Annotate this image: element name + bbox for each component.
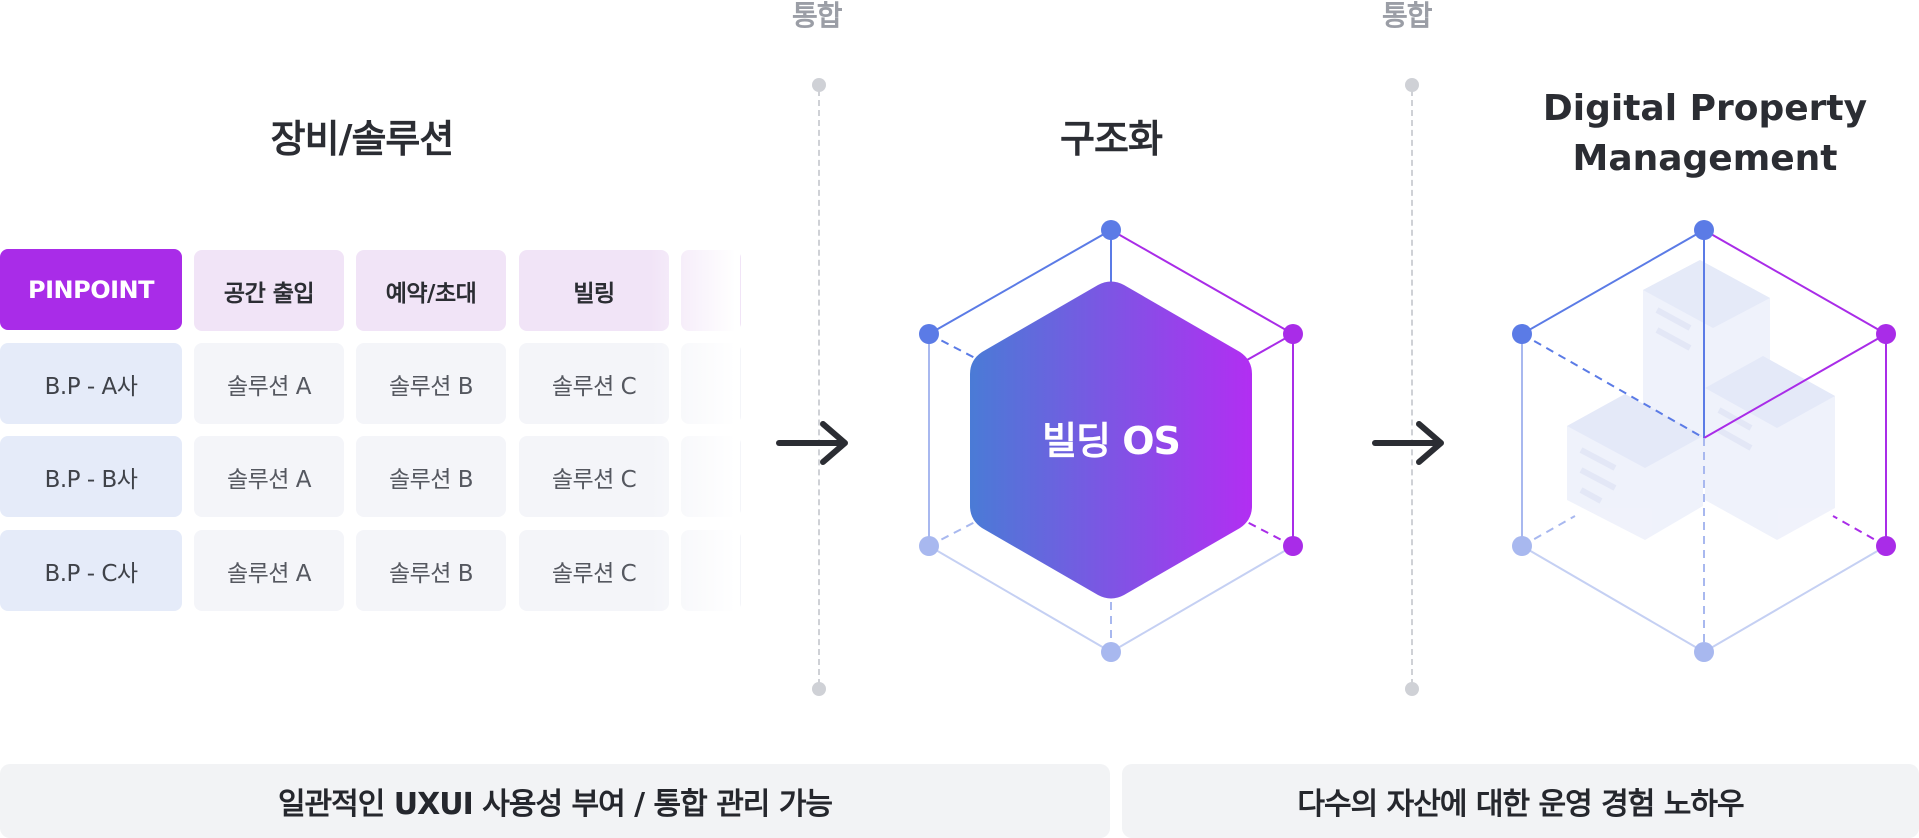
table-header-access: 공간 출입 — [194, 250, 344, 331]
table-header-billing: 빌링 — [519, 250, 669, 331]
building-os-hexagon-diagram — [919, 220, 1303, 662]
table-cell: 솔루션 A — [194, 530, 344, 611]
table-cell: 솔루션 A — [194, 436, 344, 517]
integration-label-1: 통합 — [792, 0, 843, 32]
table-row-label: B.P - C사 — [0, 530, 182, 611]
outer-edge — [1521, 229, 1705, 335]
vertex-dot — [1101, 642, 1121, 662]
devices-title: 장비/솔루션 — [270, 117, 455, 161]
footer-right-caption: 다수의 자산에 대한 운영 경험 노하우 — [1122, 764, 1919, 838]
table-header-reservation: 예약/초대 — [356, 250, 506, 331]
divider-1-line — [818, 90, 820, 685]
outer-edge — [1703, 545, 1887, 653]
digital-property-cube-diagram — [1512, 220, 1896, 662]
table-cell: 솔루션 B — [356, 343, 506, 424]
integration-label-2: 통합 — [1382, 0, 1433, 32]
outer-edge — [1110, 229, 1294, 335]
table-cell: 솔루션 C — [519, 530, 669, 611]
table-cell: 솔루션 C — [519, 436, 669, 517]
vertex-dot — [1283, 536, 1303, 556]
vertex-dot — [1101, 220, 1121, 240]
table-row-label: B.P - B사 — [0, 436, 182, 517]
table-cell: 솔루션 C — [519, 343, 669, 424]
outer-edge — [1110, 545, 1294, 653]
table-fade-overlay — [650, 240, 740, 620]
structure-title: 구조화 — [1060, 117, 1163, 161]
dpm-title-line1: Digital Property — [1542, 88, 1868, 129]
vertex-dot — [1876, 324, 1896, 344]
building-os-hexagon — [970, 281, 1252, 599]
divider-2-top-dot — [1405, 78, 1419, 92]
vertex-dot — [919, 324, 939, 344]
table-cell: 솔루션 B — [356, 530, 506, 611]
building-os-label: 빌딩 OS — [1042, 419, 1181, 463]
vertex-dot — [1694, 642, 1714, 662]
divider-2-line — [1411, 90, 1413, 685]
building-illustration — [1567, 260, 1835, 540]
arrow-right-icon — [776, 421, 848, 465]
table-cell: 솔루션 B — [356, 436, 506, 517]
table-row-label: B.P - A사 — [0, 343, 182, 424]
divider-1-top-dot — [812, 78, 826, 92]
vertex-dot — [919, 536, 939, 556]
outer-edge — [1703, 229, 1887, 335]
vertex-dot — [1876, 536, 1896, 556]
vertex-dot — [1512, 536, 1532, 556]
outer-edge — [928, 229, 1112, 335]
footer-left-caption: 일관적인 UXUI 사용성 부여 / 통합 관리 가능 — [0, 764, 1110, 838]
table-cell: 솔루션 A — [194, 343, 344, 424]
vertex-dot — [1283, 324, 1303, 344]
divider-1-bottom-dot — [812, 682, 826, 696]
table-header-pinpoint: PINPOINT — [0, 249, 182, 330]
arrow-right-icon — [1372, 421, 1444, 465]
outer-edge — [928, 545, 1112, 653]
vertex-dot — [1694, 220, 1714, 240]
vertex-dot — [1512, 324, 1532, 344]
divider-2-bottom-dot — [1405, 682, 1419, 696]
outer-edge — [1521, 545, 1705, 653]
dpm-title-line2: Management — [1572, 138, 1838, 179]
